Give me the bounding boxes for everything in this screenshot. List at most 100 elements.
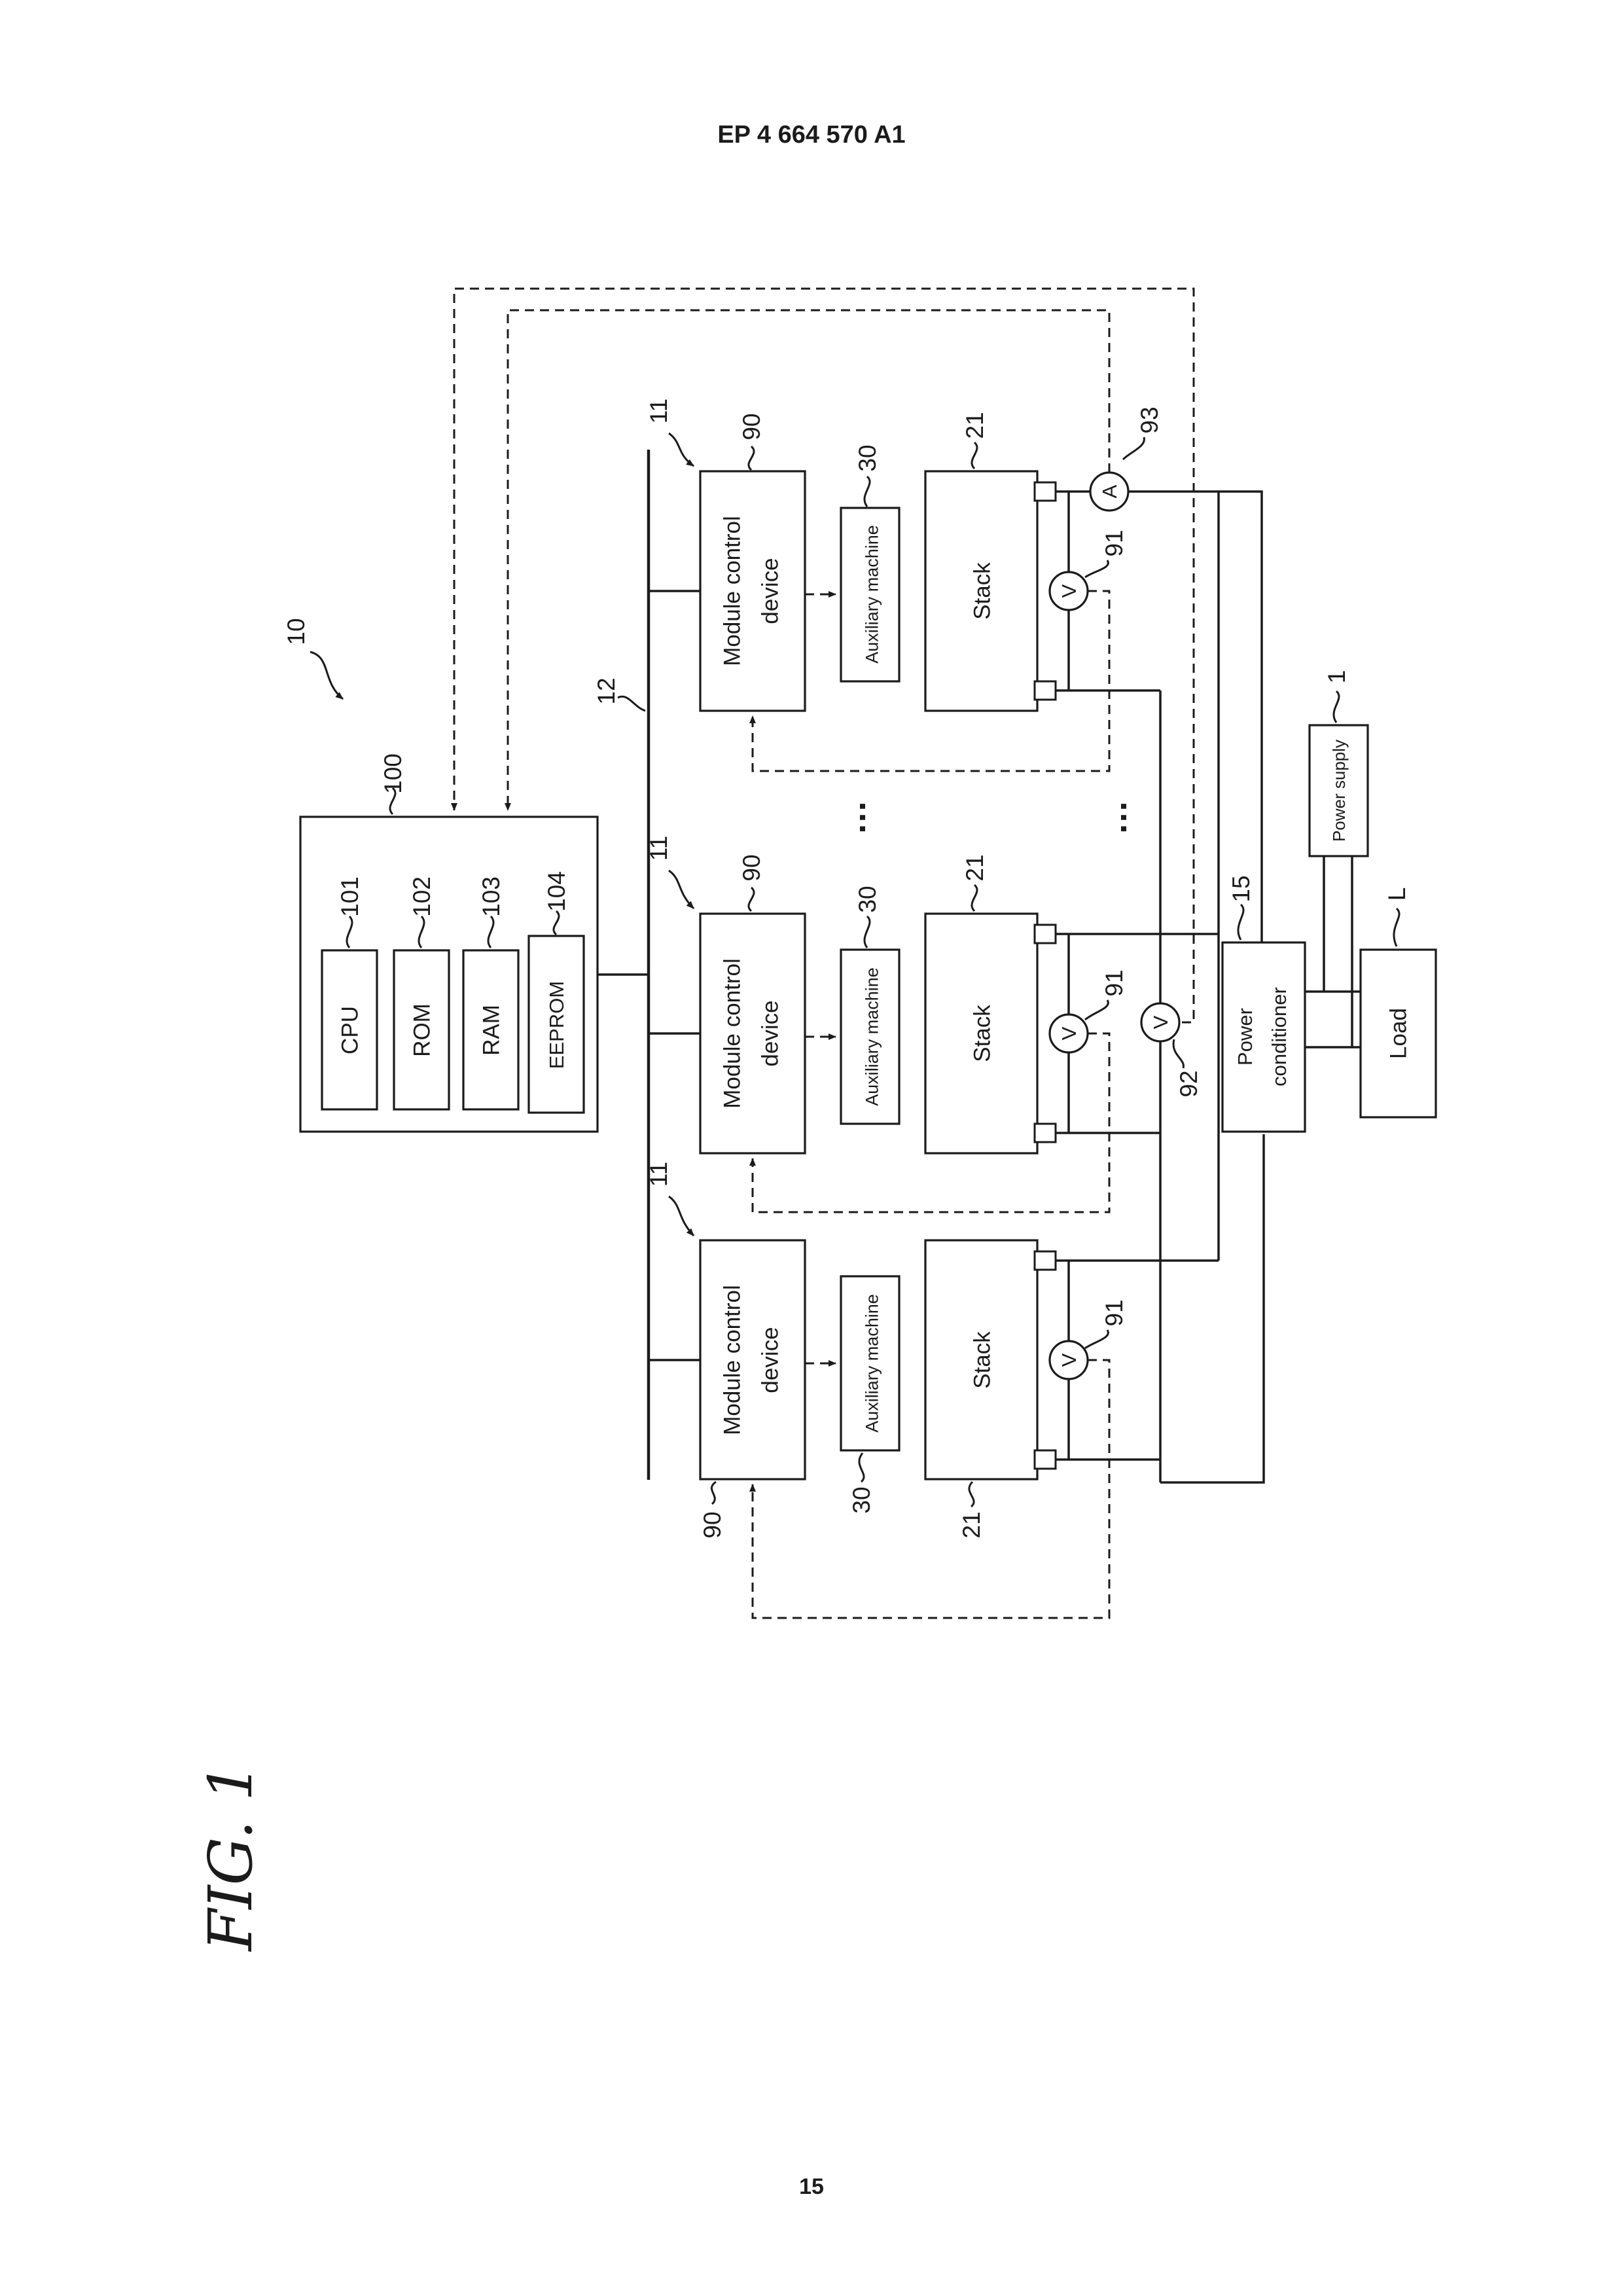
leader-91-c: [1084, 1329, 1109, 1350]
ref-11-b: 11: [645, 836, 672, 861]
leader-100: [389, 787, 397, 816]
leader-1: [1332, 690, 1340, 723]
leader-arrow-11-a: [668, 432, 694, 467]
conditioner-label-line2: conditioner: [1268, 987, 1291, 1086]
stack1-terminal-top: [1033, 481, 1057, 502]
leader-12: [617, 695, 646, 712]
leader-90-b: [747, 886, 755, 912]
ref-30-c: 30: [848, 1486, 875, 1513]
conditioner-label-line1: Power: [1234, 1008, 1257, 1066]
ref-91-a: 91: [1101, 529, 1128, 556]
stack2-sense-line: [749, 1032, 1111, 1213]
leader-30-a: [863, 475, 871, 507]
auxiliary-machines: Auxiliary machine Auxiliary machine Auxi…: [840, 507, 901, 1452]
leader-30-c: [858, 1452, 865, 1483]
total-voltmeter-letter: V: [1149, 1015, 1172, 1029]
stack3-terminal-bottom: [1033, 1449, 1057, 1470]
leader-92: [1172, 1039, 1185, 1069]
leader-arrow-11-c: [668, 1195, 695, 1237]
leader-15: [1237, 903, 1245, 941]
ref-21-a: 21: [961, 412, 988, 439]
rom-label: ROM: [409, 1003, 435, 1057]
leader-101: [346, 915, 353, 948]
ammeter-letter: A: [1098, 484, 1121, 498]
stack3-sense-line: [749, 1359, 1111, 1619]
leader-93: [1122, 437, 1145, 461]
stack2-terminal-top: [1033, 924, 1057, 944]
control-signal-lines: [451, 287, 1195, 1619]
ref-21-b: 21: [961, 854, 988, 881]
auxiliary-box-1: [840, 507, 901, 683]
auxiliary1-label: Auxiliary machine: [862, 525, 882, 664]
stack1-label: Stack: [969, 562, 995, 620]
meters: V V V A V: [1048, 471, 1181, 1380]
load-box: [1359, 948, 1437, 1119]
cpu-label: CPU: [337, 1006, 363, 1054]
ammeter: [1089, 471, 1130, 512]
stack1-sense-line: [749, 590, 1111, 772]
leader-arrow-10: [310, 651, 344, 700]
ref-15: 15: [1228, 875, 1255, 902]
ref-1: 1: [1323, 670, 1350, 684]
ram-box: [462, 949, 520, 1111]
ref-30-b: 30: [854, 886, 881, 912]
voltmeter-1: [1048, 571, 1089, 611]
eeprom-label: EEPROM: [545, 981, 568, 1069]
ref-90-a: 90: [738, 413, 765, 440]
module-control-box-1: [699, 470, 806, 712]
leader-102: [418, 915, 425, 948]
ref-103: 103: [478, 876, 505, 917]
module2-label-line2: device: [757, 1000, 783, 1066]
bus-wiring: [597, 450, 700, 1480]
leader-103: [487, 915, 495, 948]
stack-box-1: [924, 470, 1039, 712]
ref-11-a: 11: [645, 399, 672, 423]
ref-100: 100: [380, 753, 406, 794]
ref-90-c: 90: [699, 1511, 726, 1538]
ref-90-b: 90: [738, 854, 765, 881]
voltmeter-3: [1048, 1340, 1089, 1380]
leader-91-b: [1084, 999, 1109, 1021]
auxiliary2-label: Auxiliary machine: [862, 967, 882, 1106]
eeprom-box: [527, 935, 585, 1114]
voltmeter-1-letter: V: [1058, 584, 1080, 598]
control-device-block: CPU ROM RAM EEPROM: [299, 816, 599, 1133]
stack-box-2: [924, 912, 1039, 1155]
total-voltmeter: [1140, 1002, 1181, 1043]
ref-93: 93: [1136, 406, 1163, 433]
figure-label: FIG. 1: [196, 1763, 266, 1952]
voltmeter-2-letter: V: [1058, 1026, 1080, 1040]
load-label: Load: [1385, 1008, 1411, 1059]
auxiliary-box-2: [840, 948, 901, 1125]
ram-label: RAM: [478, 1005, 504, 1056]
stack3-terminal-top: [1033, 1250, 1057, 1271]
module-control-box-2: [699, 912, 806, 1155]
voltmeter-2: [1048, 1013, 1089, 1054]
page-number: 15: [799, 2174, 824, 2199]
ammeter-sense-line: [505, 309, 1111, 811]
ref-11-c: 11: [645, 1162, 672, 1187]
stack3-label: Stack: [969, 1331, 995, 1389]
stack2-label: Stack: [969, 1005, 995, 1062]
ref-91-c: 91: [1101, 1299, 1128, 1326]
reference-numerals: 10 100 101 102 103 104 12 11 11 11 90 90…: [283, 399, 1410, 1539]
leader-21-b: [971, 884, 978, 912]
ref-L: L: [1383, 888, 1410, 901]
total-voltmeter-sense-line: [451, 287, 1195, 1024]
rom-box: [393, 949, 450, 1111]
ref-10: 10: [283, 618, 310, 645]
power-wiring: [1056, 490, 1361, 1484]
stacks: Stack Stack Stack: [924, 470, 1057, 1480]
leader-104: [552, 910, 560, 936]
stack-box-3: [924, 1239, 1039, 1480]
ref-104: 104: [543, 871, 570, 912]
leader-21-a: [971, 441, 978, 470]
ref-21-c: 21: [958, 1511, 985, 1538]
stack2-terminal-bottom: [1033, 1122, 1057, 1143]
stack1-terminal-bottom: [1033, 680, 1057, 701]
auxiliary3-label: Auxiliary machine: [862, 1294, 882, 1433]
module3-label-line1: Module control: [719, 1285, 745, 1435]
ref-91-b: 91: [1101, 969, 1128, 996]
module-control-box-3: [699, 1239, 806, 1480]
